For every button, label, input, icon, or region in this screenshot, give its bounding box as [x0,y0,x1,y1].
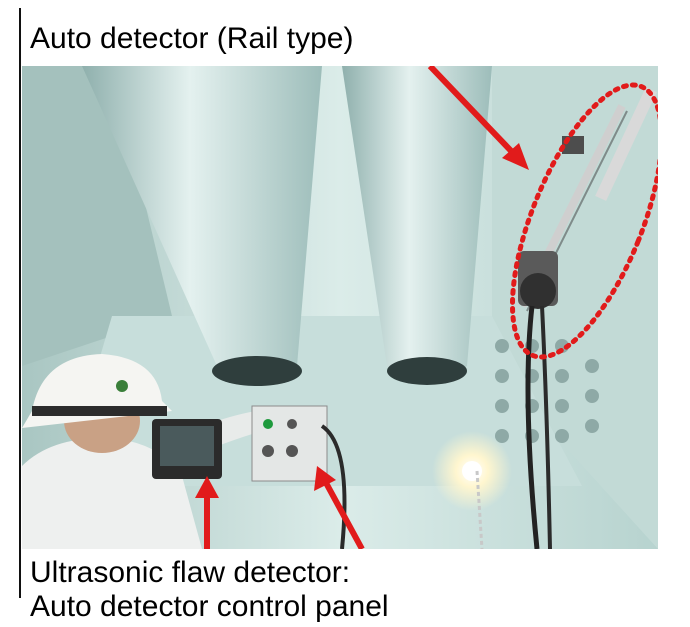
left-pipe [82,66,322,381]
control-panel [251,405,347,549]
ultrasonic-flaw-detector [152,419,222,479]
left-divider-line [19,8,21,598]
arrow-to-rail-detector [427,66,517,157]
arrow-to-control-panel [322,479,365,549]
caption-flaw-detector: Ultrasonic flaw detector: [30,556,351,589]
right-pipe-opening [387,357,467,385]
caption-control-panel: Auto detector control panel [30,590,389,623]
annotation-arrows [195,66,529,549]
caption-bottom: Ultrasonic flaw detector: Auto detector … [30,556,389,624]
right-wall [492,66,658,549]
right-pipe [342,66,492,381]
inspection-photo [22,66,658,549]
work-lamp [462,461,482,481]
left-pipe-opening [212,356,302,386]
highlight-ellipse [509,82,658,360]
left-wall [22,66,172,366]
caption-auto-detector: Auto detector (Rail type) [30,22,354,55]
lamp-chain [475,470,484,549]
